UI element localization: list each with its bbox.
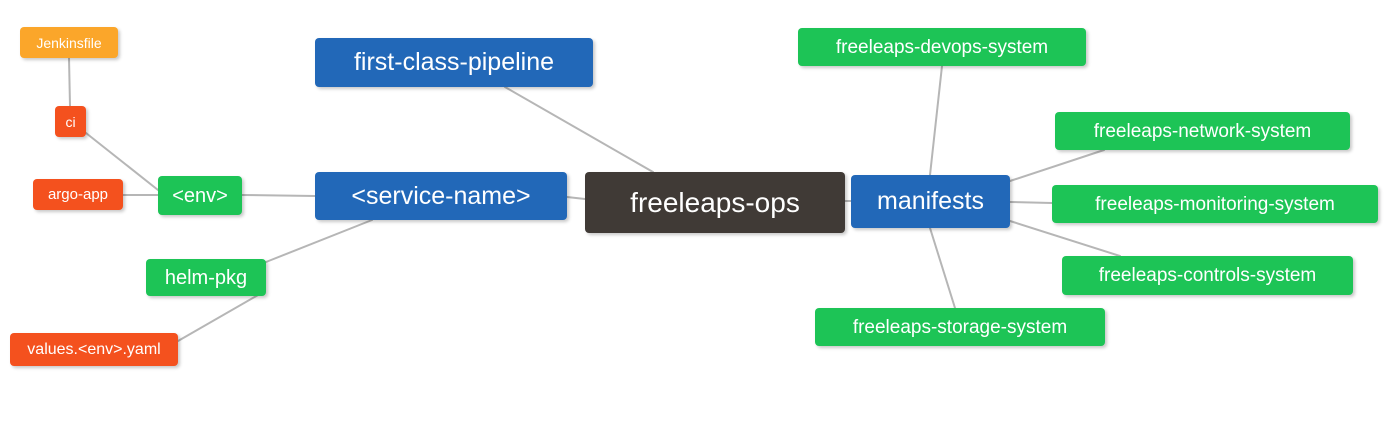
node-label: Jenkinsfile: [36, 34, 102, 51]
node-values-yaml[interactable]: values.<env>.yaml: [10, 333, 178, 366]
node-manifests[interactable]: manifests: [851, 175, 1010, 228]
edge-manifests-controls: [1009, 220, 1121, 257]
node-label: first-class-pipeline: [353, 48, 555, 76]
node-label: ci: [65, 113, 76, 130]
edge-manifests-devops: [929, 65, 943, 176]
node-label: freeleaps-monitoring-system: [1095, 193, 1335, 215]
edge-firstclass-root: [504, 86, 654, 173]
node-freeleaps-network-system[interactable]: freeleaps-network-system: [1055, 112, 1350, 150]
node-freeleaps-monitoring-system[interactable]: freeleaps-monitoring-system: [1052, 185, 1378, 223]
edge-env-servicename: [241, 194, 316, 197]
node-jenkinsfile[interactable]: Jenkinsfile: [20, 27, 118, 58]
node-label: freeleaps-network-system: [1093, 120, 1312, 142]
node-freeleaps-devops-system[interactable]: freeleaps-devops-system: [798, 28, 1086, 66]
node-argo-app[interactable]: argo-app: [33, 179, 123, 210]
node-service-name[interactable]: <service-name>: [315, 172, 567, 220]
node-label: freeleaps-devops-system: [835, 36, 1049, 58]
node-ci[interactable]: ci: [55, 106, 86, 137]
node-label: freeleaps-ops: [630, 186, 800, 218]
node-label: helm-pkg: [164, 266, 248, 289]
node-label: <env>: [172, 184, 228, 207]
node-label: freeleaps-controls-system: [1098, 265, 1317, 286]
edge-values-helmpkg: [177, 290, 266, 342]
node-env[interactable]: <env>: [158, 176, 242, 215]
edge-manifests-storage: [929, 227, 956, 309]
node-freeleaps-ops[interactable]: freeleaps-ops: [585, 172, 845, 233]
edge-manifests-monitoring: [1009, 201, 1053, 204]
node-first-class-pipeline[interactable]: first-class-pipeline: [315, 38, 593, 87]
edge-manifests-network: [1009, 149, 1105, 182]
edge-helmpkg-servicename: [265, 219, 373, 263]
node-label: argo-app: [47, 186, 109, 203]
node-label: manifests: [877, 187, 984, 215]
edge-servicename-root: [566, 196, 586, 200]
node-freeleaps-controls-system[interactable]: freeleaps-controls-system: [1062, 256, 1353, 295]
node-label: freeleaps-storage-system: [852, 316, 1068, 338]
node-freeleaps-storage-system[interactable]: freeleaps-storage-system: [815, 308, 1105, 346]
node-label: values.<env>.yaml: [27, 340, 161, 358]
edge-jenkinsfile-ci: [68, 57, 71, 107]
node-label: <service-name>: [351, 181, 531, 210]
node-helm-pkg[interactable]: helm-pkg: [146, 259, 266, 296]
